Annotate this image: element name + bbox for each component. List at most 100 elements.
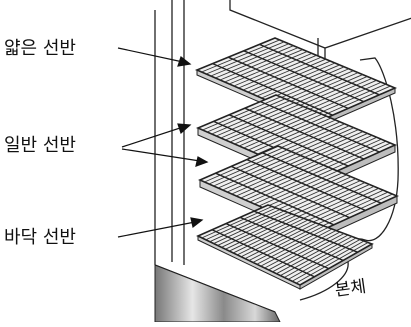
thin-shelf-wire — [215, 45, 294, 79]
bottom-shelf-wire — [291, 240, 365, 282]
thin-shelf-wire — [298, 79, 377, 115]
thin-shelf-wire — [252, 60, 331, 95]
normal-shelf-lower-wire — [236, 160, 315, 197]
bottom-shelf-wire — [248, 224, 321, 261]
thin-shelf-wire — [247, 58, 326, 93]
normal-shelf-upper-wire — [243, 113, 322, 149]
normal-shelf-lower-wire — [208, 149, 288, 185]
normal-shelf-lower-wire — [299, 187, 379, 225]
normal-shelf-upper-crossbar — [260, 100, 380, 153]
thin-shelf-wire — [293, 77, 373, 113]
thin-shelf-leader — [117, 47, 184, 63]
normal-shelf-upper-wire — [220, 104, 300, 139]
normal-shelf-lower-wire — [204, 147, 283, 183]
normal-shelf-upper-wire — [257, 119, 336, 155]
bottom-shelf-wire — [221, 213, 293, 248]
normal-shelf-lower-wire — [245, 164, 324, 201]
thin-shelf-wire — [307, 83, 386, 119]
thin-shelf-wire — [275, 70, 354, 105]
bottom-shelf-crossbar — [239, 216, 344, 262]
thin-shelf-wire — [206, 41, 285, 75]
bottom-shelf-wire — [280, 236, 353, 276]
normal-shelf-lower-crossbar — [262, 152, 382, 204]
normal-shelf-lower-wire — [222, 155, 302, 191]
bottom-shelf-wire — [260, 228, 333, 267]
bottom-shelf-crossbar — [253, 210, 358, 253]
normal-shelf-lower-wire — [267, 174, 347, 211]
thin-shelf-crossbar — [243, 50, 365, 103]
normal-shelf-lower-wire — [249, 166, 329, 203]
thin-shelf-crossbar — [227, 56, 349, 110]
bottom-shelf-wire — [256, 227, 329, 265]
bottom-shelf-label: 바닥 선반 — [4, 227, 77, 248]
normal-shelf-lower-wire — [308, 191, 389, 229]
normal-shelf-upper-wire — [225, 106, 304, 141]
normal-shelf-lower-wire — [254, 168, 334, 205]
leader-lines — [117, 47, 209, 238]
normal-shelf-lower-wire — [276, 178, 356, 215]
normal-shelf-arrowhead-upper — [177, 123, 192, 135]
bottom-shelf-crossbar — [225, 222, 330, 270]
thin-shelf-wire — [224, 49, 303, 83]
bottom-shelf-wire — [233, 218, 305, 254]
normal-shelf-lower-wire — [272, 176, 352, 213]
normal-shelf-upper-crossbar — [244, 107, 365, 160]
bottom-shelf-wire — [229, 216, 301, 252]
thin-shelf-wire — [261, 64, 340, 99]
thin-shelf-wire — [219, 47, 299, 81]
bottom-shelf-wire — [201, 206, 273, 239]
bottom-shelf-wire — [225, 215, 297, 250]
normal-shelf-leader-upper — [121, 126, 184, 148]
normal-shelf-upper-wire — [206, 98, 286, 133]
normal-shelf-lower-wire — [263, 172, 343, 209]
normal-shelf-lower-wire — [304, 189, 384, 227]
bottom-shelf-wire — [295, 242, 369, 284]
thin-shelf-wire — [242, 56, 322, 91]
normal-shelf-upper-wire — [229, 108, 309, 143]
thin-shelf-wire — [233, 52, 313, 87]
thin-shelf-wire — [238, 54, 317, 89]
normal-shelf-lower-wire — [227, 157, 306, 193]
normal-shelf-lower-crossbar — [230, 165, 350, 219]
thin-shelf-wire — [279, 72, 359, 107]
normal-shelf-upper-wire — [216, 102, 295, 137]
thin-shelf-crossbar — [259, 43, 380, 96]
bottom-shelf-wire — [284, 237, 357, 278]
bottom-shelf-wire — [264, 230, 337, 269]
thin-shelf-wire — [210, 43, 290, 77]
bottom-shelf — [196, 204, 374, 290]
bottom-shelf-wire — [217, 212, 289, 246]
thin-shelf-wire — [256, 62, 336, 97]
normal-shelf-lower-wire — [286, 182, 366, 219]
front-base-panel — [154, 264, 281, 323]
normal-shelf-lower-wire — [281, 180, 361, 217]
bottom-shelf-arrowhead — [190, 217, 204, 229]
bottom-shelf-wire — [213, 210, 285, 244]
normal-shelf-upper-wire — [211, 100, 290, 135]
thin-shelf-wire — [229, 51, 308, 85]
normal-shelf-lower-crossbar — [215, 172, 335, 226]
bottom-shelf-wire — [288, 239, 361, 280]
normal-shelf-upper-wire — [239, 111, 318, 147]
bottom-shelf-wire — [237, 219, 309, 256]
normal-shelf-lower-wire — [295, 185, 375, 223]
thin-shelf-wire — [302, 81, 382, 117]
bottom-shelf-wire — [240, 221, 313, 258]
bottom-shelf-leader — [117, 221, 196, 238]
normal-shelf-lower-wire — [258, 170, 338, 207]
normal-shelf-leader-lower — [121, 148, 201, 162]
normal-shelf-upper-wire — [234, 109, 313, 145]
normal-shelf-lower-wire — [240, 162, 320, 199]
normal-shelf-label: 일반 선반 — [4, 135, 77, 156]
bottom-shelf-wire — [244, 222, 317, 260]
thin-shelf-arrowhead — [177, 56, 192, 67]
normal-shelf-lower-crossbar — [246, 158, 366, 212]
thin-shelf-crossbar — [212, 62, 333, 116]
thin-shelf-wire — [201, 39, 280, 73]
normal-shelf-lower-wire — [217, 153, 297, 189]
thin-shelf-wire — [284, 74, 363, 109]
thin-shelf-wire — [289, 76, 368, 111]
bottom-shelf-wire — [205, 207, 277, 241]
